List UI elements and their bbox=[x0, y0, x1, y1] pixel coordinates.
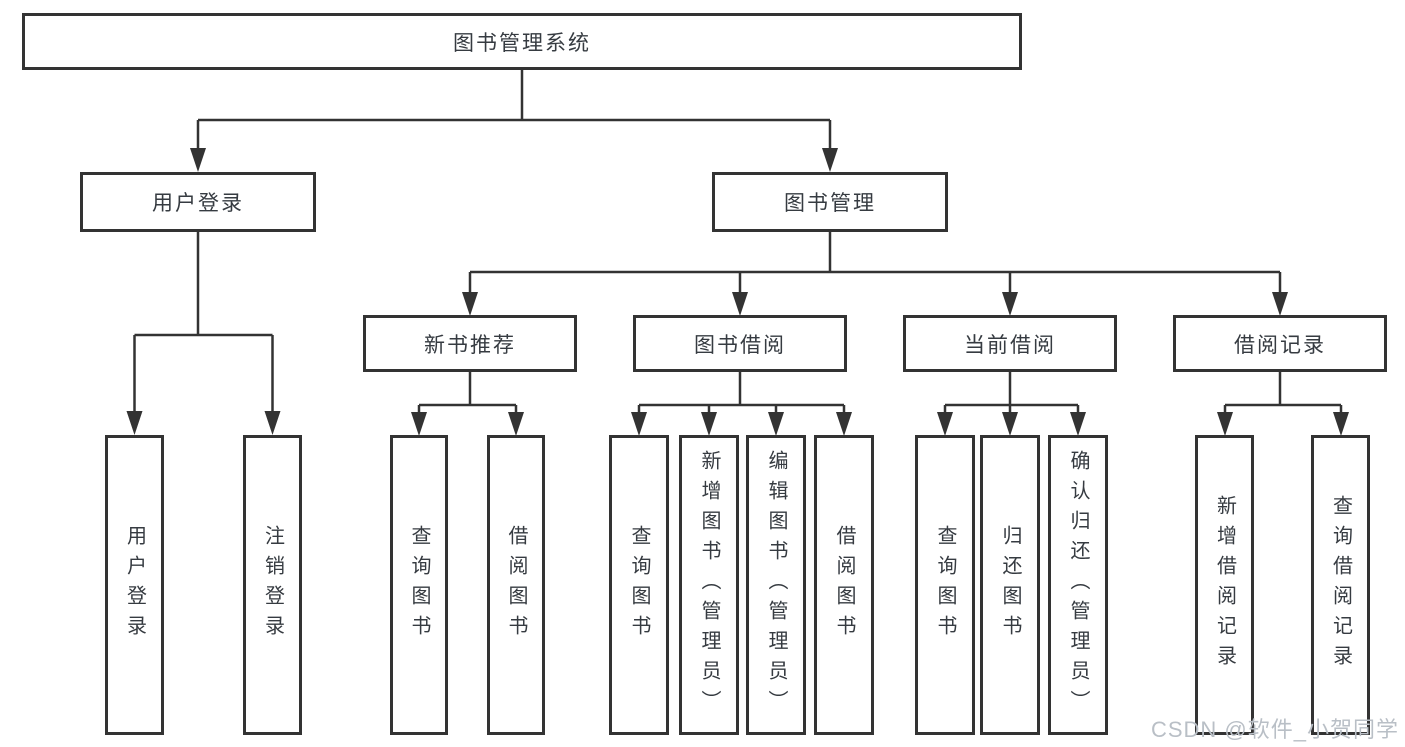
leaf-add-borrow-record: 新增借阅记录 bbox=[1195, 435, 1254, 735]
node-label: 用户登录 bbox=[152, 192, 244, 215]
leaf-user-login: 用户登录 bbox=[105, 435, 164, 735]
connector-root-to-level1 bbox=[190, 70, 838, 172]
arrowhead bbox=[1002, 292, 1018, 316]
leaf-borrow-books-recommend: 借阅图书 bbox=[487, 435, 545, 735]
connector-book-management-to-modules bbox=[462, 232, 1288, 316]
arrowhead bbox=[836, 412, 852, 436]
leaf-label: 借阅图书 bbox=[833, 525, 855, 645]
connector-book-borrow-to-leaves bbox=[631, 372, 852, 436]
arrowhead bbox=[631, 412, 647, 436]
node-label: 新书推荐 bbox=[424, 333, 516, 357]
leaf-confirm-return-admin: 确认归还（管理员） bbox=[1048, 435, 1108, 735]
leaf-label: 归还图书 bbox=[999, 525, 1021, 645]
arrowhead bbox=[190, 148, 206, 172]
arrowhead bbox=[508, 412, 524, 436]
leaf-query-books-current: 查询图书 bbox=[915, 435, 975, 735]
node-label: 借阅记录 bbox=[1234, 333, 1326, 357]
leaf-logout: 注销登录 bbox=[243, 435, 302, 735]
leaf-add-books-admin: 新增图书（管理员） bbox=[679, 435, 739, 735]
connector-borrow-records-to-leaves bbox=[1217, 372, 1349, 436]
node-new-book-recommend: 新书推荐 bbox=[363, 315, 577, 372]
leaf-label: 用户登录 bbox=[123, 525, 146, 645]
arrowhead bbox=[768, 412, 784, 436]
leaf-return-books: 归还图书 bbox=[980, 435, 1040, 735]
arrowhead bbox=[732, 292, 748, 316]
leaf-borrow-books: 借阅图书 bbox=[814, 435, 874, 735]
arrowhead bbox=[126, 411, 143, 435]
node-book-management: 图书管理 bbox=[712, 172, 948, 232]
node-user-login: 用户登录 bbox=[80, 172, 316, 232]
connector-new-book-recommend-to-leaves bbox=[411, 372, 524, 436]
node-book-borrow: 图书借阅 bbox=[633, 315, 847, 372]
connector-current-borrow-to-leaves bbox=[937, 372, 1086, 436]
leaf-label: 查询图书 bbox=[408, 525, 430, 645]
node-label: 图书管理 bbox=[784, 192, 876, 215]
arrowhead bbox=[1070, 412, 1086, 436]
leaf-label: 查询图书 bbox=[934, 525, 956, 645]
node-label: 图书借阅 bbox=[694, 333, 786, 357]
node-label: 当前借阅 bbox=[964, 333, 1056, 357]
arrowhead bbox=[1217, 412, 1233, 436]
leaf-label: 新增借阅记录 bbox=[1213, 495, 1236, 675]
node-current-borrow: 当前借阅 bbox=[903, 315, 1117, 372]
arrowhead bbox=[1002, 412, 1018, 436]
arrowhead bbox=[462, 292, 478, 316]
arrowhead bbox=[1333, 412, 1349, 436]
leaf-label: 确认归还（管理员） bbox=[1067, 450, 1089, 720]
leaf-label: 查询图书 bbox=[628, 525, 650, 645]
node-library-management-system: 图书管理系统 bbox=[22, 13, 1022, 70]
leaf-label: 新增图书（管理员） bbox=[698, 450, 720, 720]
leaf-query-books-borrow: 查询图书 bbox=[609, 435, 669, 735]
leaf-query-borrow-record: 查询借阅记录 bbox=[1311, 435, 1370, 735]
leaf-label: 编辑图书（管理员） bbox=[765, 450, 787, 720]
arrowhead bbox=[411, 412, 427, 436]
leaf-label: 借阅图书 bbox=[505, 525, 527, 645]
leaf-label: 查询借阅记录 bbox=[1329, 495, 1352, 675]
node-label: 图书管理系统 bbox=[453, 31, 591, 55]
csdn-watermark: CSDN @软件_小贺同学 bbox=[1150, 717, 1399, 742]
leaf-edit-books-admin: 编辑图书（管理员） bbox=[746, 435, 806, 735]
arrowhead bbox=[701, 412, 717, 436]
arrowhead bbox=[822, 148, 838, 172]
arrowhead bbox=[937, 412, 953, 436]
arrowhead bbox=[1272, 292, 1288, 316]
connector-user-login-to-leaves bbox=[126, 232, 281, 435]
leaf-query-books-recommend: 查询图书 bbox=[390, 435, 448, 735]
leaf-label: 注销登录 bbox=[261, 525, 284, 645]
node-borrow-records: 借阅记录 bbox=[1173, 315, 1387, 372]
arrowhead bbox=[264, 411, 281, 435]
